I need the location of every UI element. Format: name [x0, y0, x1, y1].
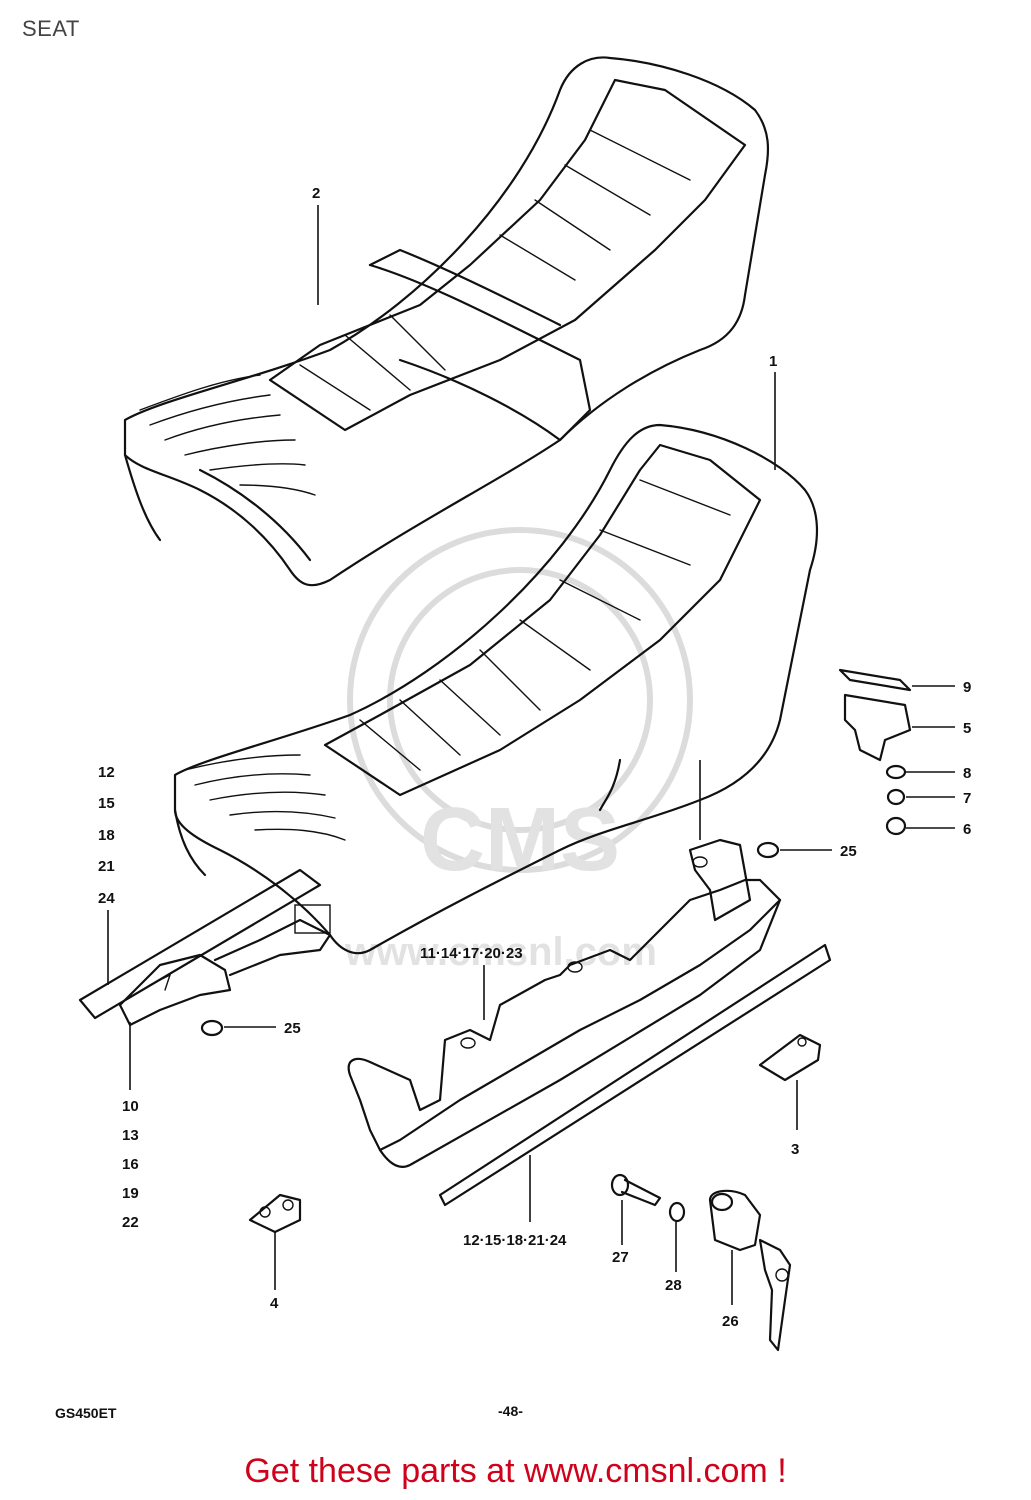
- callout-6: 6: [963, 821, 971, 838]
- callout-26: 26: [722, 1313, 739, 1330]
- callout-25-left: 25: [284, 1020, 301, 1037]
- nut-part-6: [885, 816, 907, 836]
- page-title: SEAT: [22, 16, 80, 41]
- front-cover-bracket: [118, 904, 332, 1027]
- callout-1: 1: [769, 353, 777, 370]
- stack-top-4: 21: [98, 858, 115, 875]
- callout-trim-group: 12·15·18·21·24: [463, 1232, 567, 1249]
- callout-5: 5: [963, 720, 971, 737]
- stack-top-2: 15: [98, 795, 115, 812]
- callout-2: 2: [312, 185, 320, 202]
- callout-labels: 2 1 9 5 8 7 6 25 25 12 15 18 21 24 10 13…: [98, 185, 971, 1330]
- page-number: -48-: [498, 1403, 523, 1419]
- washer-part-8: [885, 764, 907, 780]
- washer-part-28: [668, 1201, 686, 1223]
- washer-part-7: [886, 788, 906, 806]
- stack-bottom-5: 22: [122, 1214, 139, 1231]
- callout-28: 28: [665, 1277, 682, 1294]
- model-code: GS450ET: [55, 1405, 117, 1421]
- stack-top-1: 12: [98, 764, 115, 781]
- callout-27: 27: [612, 1249, 629, 1266]
- seat-base-cover: [347, 838, 782, 1168]
- plate-part-9: [838, 668, 912, 692]
- stack-bottom-3: 16: [122, 1156, 139, 1173]
- stack-top-3: 18: [98, 827, 115, 844]
- bracket-part-3: [758, 1033, 822, 1082]
- trim-strip-left: [78, 868, 322, 1020]
- seat-lock-part-26: [708, 1189, 792, 1352]
- callout-7: 7: [963, 790, 971, 807]
- parts-diagram: CMS www.cmsnl.com: [55, 56, 971, 1421]
- stack-bottom-4: 19: [122, 1185, 139, 1202]
- hinge-part-5: [843, 693, 912, 762]
- callout-9: 9: [963, 679, 971, 696]
- leader-lines: [107, 205, 955, 1305]
- stack-top-5: 24: [98, 890, 115, 907]
- bracket-part-4: [248, 1193, 302, 1234]
- promo-link[interactable]: Get these parts at www.cmsnl.com !: [244, 1452, 787, 1490]
- nut-part-25-right: [756, 841, 780, 859]
- callout-4: 4: [270, 1295, 279, 1312]
- stack-bottom-1: 10: [122, 1098, 139, 1115]
- nut-part-25-left: [200, 1019, 224, 1037]
- callout-8: 8: [963, 765, 971, 782]
- stack-bottom-2: 13: [122, 1127, 139, 1144]
- watermark-logo-text: CMS: [420, 790, 620, 890]
- callout-25-right: 25: [840, 843, 857, 860]
- seat-upper-part-2: [123, 56, 770, 587]
- hinge-parts: [838, 668, 912, 836]
- bolt-part-27: [610, 1173, 662, 1207]
- trim-strip-right: [438, 943, 832, 1207]
- callout-3: 3: [791, 1141, 799, 1158]
- callout-cover-group: 11·14·17·20·23: [420, 945, 523, 962]
